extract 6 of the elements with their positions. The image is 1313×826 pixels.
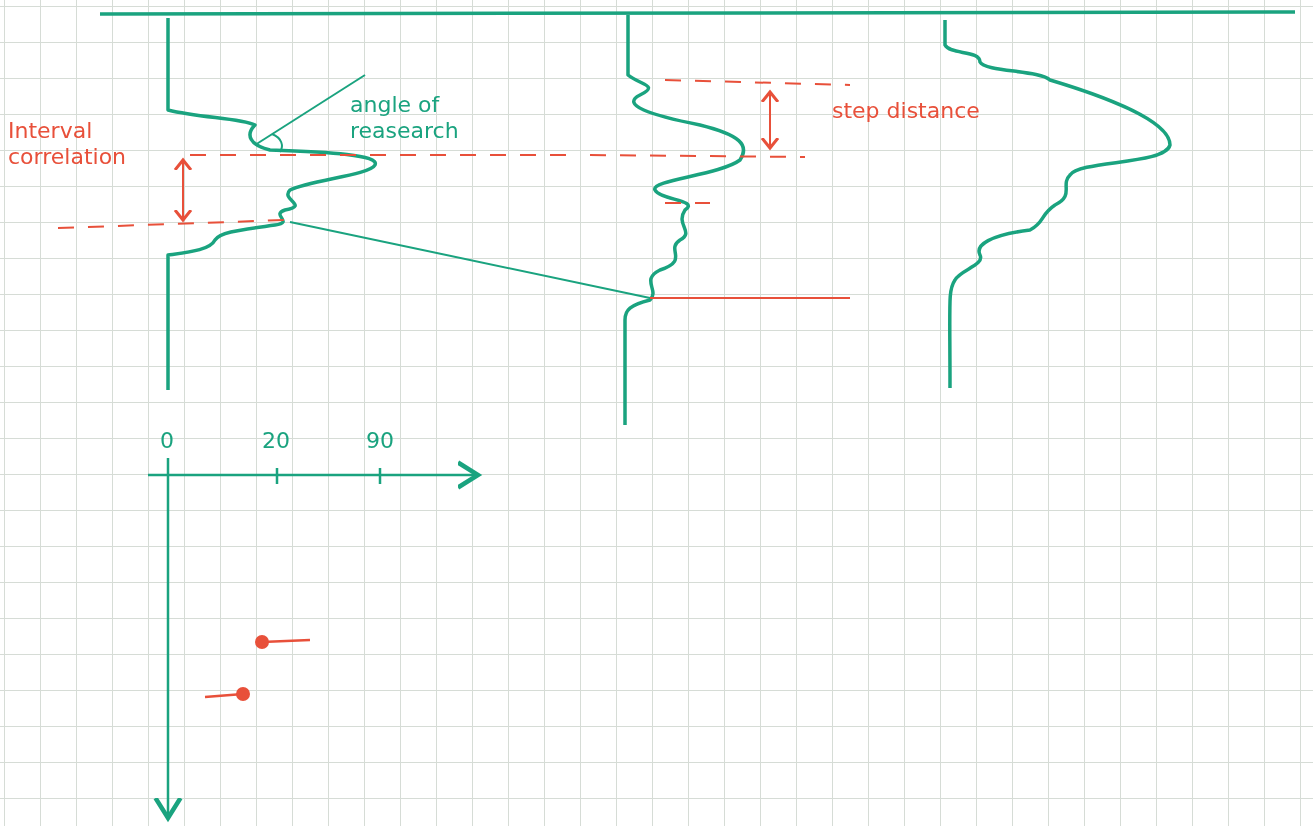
axis-tick-label: 0 (160, 428, 174, 454)
axis-tick-label: 90 (366, 428, 394, 454)
annotation-text: step distance (832, 98, 980, 124)
annotation-text: angle of reasearch (350, 92, 460, 144)
annotation-text: Interval correlation (8, 118, 128, 170)
axis-tick-label: 20 (262, 428, 290, 454)
